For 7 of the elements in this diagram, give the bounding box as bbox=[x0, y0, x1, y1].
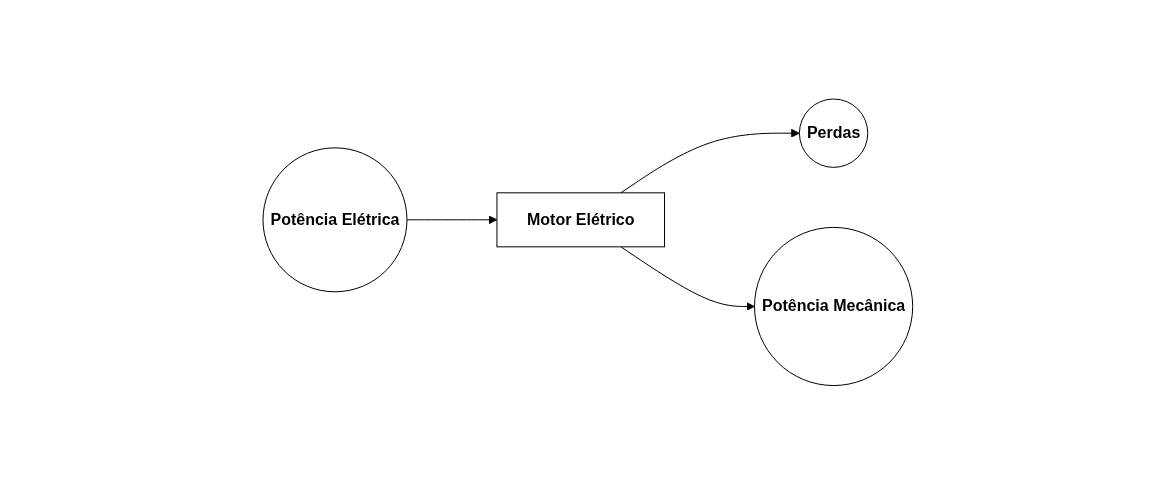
arrow bbox=[620, 129, 800, 194]
node-circle: Potência Elétrica bbox=[262, 147, 408, 293]
arrow bbox=[620, 246, 756, 312]
node-circle: Perdas bbox=[799, 98, 869, 169]
arrow bbox=[406, 215, 498, 225]
node-circle: Potência Mecânica bbox=[754, 227, 914, 387]
node-box: Motor Elétrico bbox=[496, 192, 666, 248]
